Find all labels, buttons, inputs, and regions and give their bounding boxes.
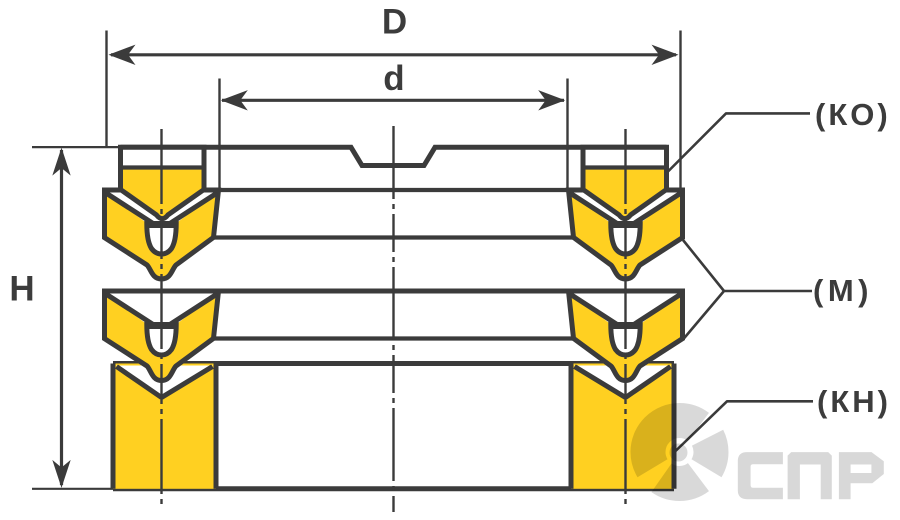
svg-text:(КН): (КН)	[817, 384, 891, 419]
svg-text:d: d	[383, 59, 404, 98]
svg-text:D: D	[382, 3, 407, 42]
svg-text:H: H	[9, 270, 34, 309]
svg-text:(М): (М)	[813, 273, 873, 308]
svg-text:(КО): (КО)	[815, 97, 891, 132]
